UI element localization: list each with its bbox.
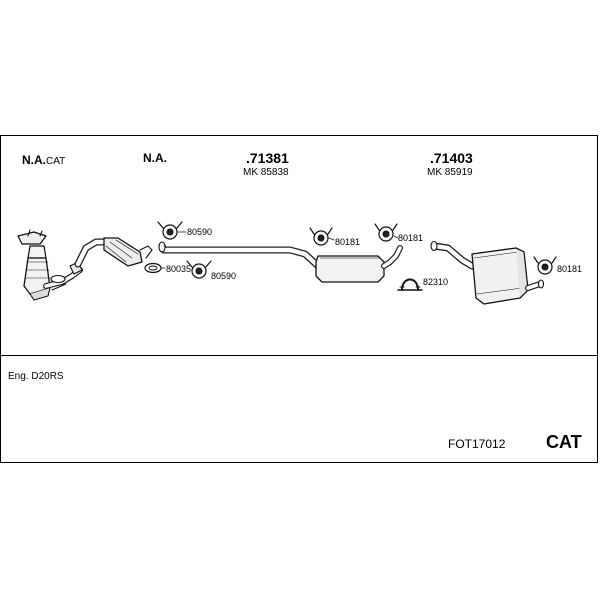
part1-subnumber: MK 85838 [243, 167, 289, 178]
col1-suffix: CAT [46, 156, 66, 167]
rear-muffler [471, 247, 545, 305]
col2-label: N.A. [143, 151, 167, 165]
callout-hanger-front: 80590 [187, 227, 213, 237]
callout-hanger-right-mid: 80181 [398, 233, 424, 243]
rear-pipe [430, 240, 476, 270]
callout-hanger-mid-lower: 80590 [211, 271, 237, 281]
system-type: CAT [546, 432, 582, 452]
callout-gasket: 80035 [166, 264, 192, 274]
hanger-center [309, 227, 335, 246]
col1-main: N.A. [22, 153, 46, 167]
flex-pipe [74, 237, 153, 268]
hanger-mid-lower [186, 260, 212, 279]
footer-divider [0, 355, 598, 356]
hanger-front [157, 221, 187, 240]
diagram-frame [0, 135, 598, 463]
callout-clamp: 82310 [423, 277, 449, 287]
callout-hanger-rear: 80181 [557, 264, 583, 274]
clamp [397, 278, 423, 291]
hanger-right-mid [374, 223, 399, 242]
part2-number: .71403 [430, 150, 473, 166]
part1-number: .71381 [246, 150, 289, 166]
engine-code: Eng. D20RS [8, 371, 64, 382]
part2-subnumber: MK 85919 [427, 167, 473, 178]
callout-hanger-center: 80181 [335, 237, 361, 247]
col1-label: N.A.CAT [22, 152, 65, 168]
catalog-code: FOT17012 [448, 437, 506, 451]
catalytic-converter-assembly [17, 229, 83, 301]
center-muffler [315, 245, 403, 283]
gasket [144, 262, 166, 274]
hanger-rear [533, 256, 557, 275]
